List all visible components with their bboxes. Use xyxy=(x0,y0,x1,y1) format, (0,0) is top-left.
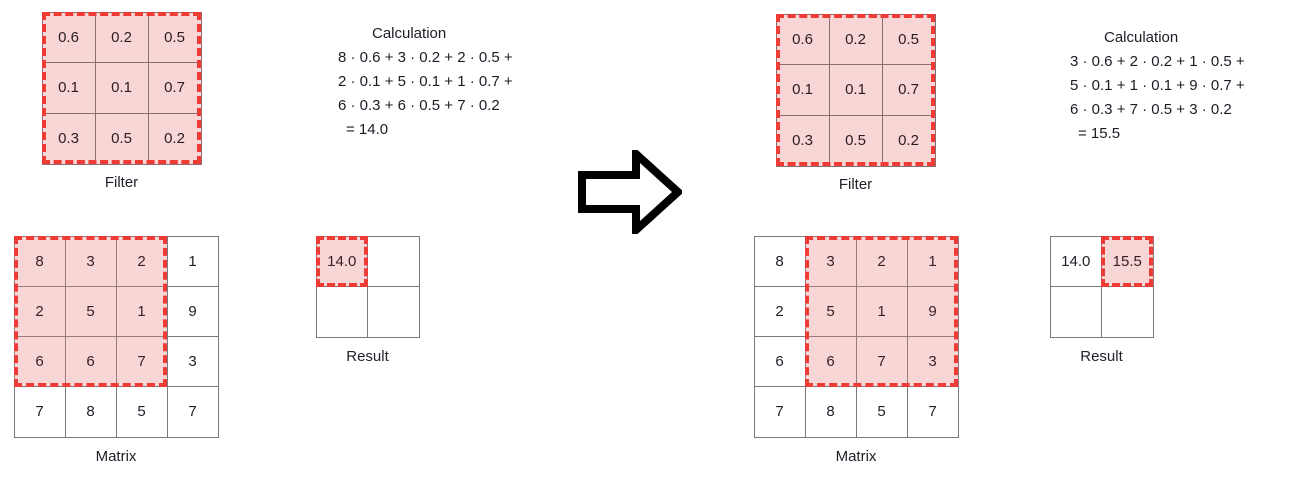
left-filter-cell-r1-c0: 0.1 xyxy=(41,62,96,114)
right-result-cell-r1-c0 xyxy=(1049,286,1102,338)
right-matrix-cell-r2-c0: 6 xyxy=(753,336,806,388)
left-matrix-cell-r1-c0: 2 xyxy=(13,285,66,337)
left-calculation-line-3: 6 · 0.3 + 6 · 0.5 + 7 · 0.2 xyxy=(338,97,500,114)
right-matrix-cell-r1-c1: 5 xyxy=(804,285,857,337)
right-matrix-cell-r2-c1: 6 xyxy=(804,336,857,388)
right-matrix-cell-r2-c2: 7 xyxy=(855,336,908,388)
left-result-cell-r1-c0 xyxy=(315,286,368,338)
left-filter-cell-r0-c2: 0.5 xyxy=(147,11,202,64)
right-calculation-title: Calculation xyxy=(1104,29,1179,46)
right-matrix-cell-r3-c0: 7 xyxy=(753,386,806,438)
right-matrix-cell-r1-c0: 2 xyxy=(753,285,806,337)
right-arrow-icon xyxy=(578,144,684,240)
left-filter-cell-r2-c2: 0.2 xyxy=(147,112,202,165)
left-filter-cell-r0-c0: 0.6 xyxy=(41,11,96,64)
left-matrix-cell-r0-c0: 8 xyxy=(13,235,66,287)
left-filter-cell-r2-c0: 0.3 xyxy=(41,112,96,165)
right-filter-cell-r2-c1: 0.5 xyxy=(828,114,883,167)
left-matrix-cell-r1-c1: 5 xyxy=(64,285,117,337)
left-result-grid: 14.0 xyxy=(315,235,420,338)
left-matrix-cell-r3-c0: 7 xyxy=(13,386,66,438)
right-filter-cell-r2-c0: 0.3 xyxy=(775,114,830,167)
right-filter-cell-r1-c2: 0.7 xyxy=(881,64,936,116)
right-matrix-cell-r2-c3: 3 xyxy=(906,336,959,388)
right-result-caption: Result xyxy=(1080,348,1123,365)
left-matrix-cell-r3-c3: 7 xyxy=(166,386,219,438)
left-result-cell-r0-c1 xyxy=(367,235,420,287)
left-matrix-cell-r2-c1: 6 xyxy=(64,336,117,388)
left-matrix-caption: Matrix xyxy=(95,448,137,465)
right-matrix-caption: Matrix xyxy=(835,448,877,465)
right-matrix-cell-r1-c3: 9 xyxy=(906,285,959,337)
right-result-cell-r1-c1 xyxy=(1101,286,1154,338)
left-calculation: Calculation 8 · 0.6 + 3 · 0.2 + 2 · 0.5 … xyxy=(338,22,513,142)
right-calculation-line-1: 3 · 0.6 + 2 · 0.2 + 1 · 0.5 + xyxy=(1070,53,1245,70)
right-matrix-cell-r0-c1: 3 xyxy=(804,235,857,287)
left-filter-cell-r1-c1: 0.1 xyxy=(94,62,149,114)
right-matrix-cell-r0-c0: 8 xyxy=(753,235,806,287)
left-matrix-cell-r0-c2: 2 xyxy=(115,235,168,287)
left-matrix-cell-r2-c3: 3 xyxy=(166,336,219,388)
left-result-cell-r1-c1 xyxy=(367,286,420,338)
right-filter-cell-r2-c2: 0.2 xyxy=(881,114,936,167)
left-calculation-total: = 14.0 xyxy=(346,121,389,138)
left-matrix-cell-r3-c1: 8 xyxy=(64,386,117,438)
right-matrix-cell-r0-c2: 2 xyxy=(855,235,908,287)
right-matrix-cell-r3-c2: 5 xyxy=(855,386,908,438)
left-filter-cell-r1-c2: 0.7 xyxy=(147,62,202,114)
left-matrix-cell-r1-c3: 9 xyxy=(166,285,219,337)
left-matrix-cell-r0-c3: 1 xyxy=(166,235,219,287)
right-filter-cell-r0-c0: 0.6 xyxy=(775,13,830,66)
left-matrix-cell-r2-c0: 6 xyxy=(13,336,66,388)
left-matrix-cell-r1-c2: 1 xyxy=(115,285,168,337)
right-calculation-line-3: 6 · 0.3 + 7 · 0.5 + 3 · 0.2 xyxy=(1070,101,1232,118)
right-result-cell-r0-c0: 14.0 xyxy=(1049,235,1102,287)
right-matrix-cell-r0-c3: 1 xyxy=(906,235,959,287)
left-filter-cell-r2-c1: 0.5 xyxy=(94,112,149,165)
right-calculation: Calculation 3 · 0.6 + 2 · 0.2 + 1 · 0.5 … xyxy=(1070,26,1245,146)
right-calculation-line-2: 5 · 0.1 + 1 · 0.1 + 9 · 0.7 + xyxy=(1070,77,1245,94)
right-filter-cell-r0-c1: 0.2 xyxy=(828,13,883,66)
left-calculation-line-1: 8 · 0.6 + 3 · 0.2 + 2 · 0.5 + xyxy=(338,49,513,66)
left-calculation-title: Calculation xyxy=(372,25,447,42)
left-result-cell-r0-c0: 14.0 xyxy=(315,235,368,287)
right-filter-cell-r0-c2: 0.5 xyxy=(881,13,936,66)
right-matrix-cell-r3-c1: 8 xyxy=(804,386,857,438)
right-filter-cell-r1-c1: 0.1 xyxy=(828,64,883,116)
right-result-cell-r0-c1: 15.5 xyxy=(1101,235,1154,287)
left-matrix-cell-r2-c2: 7 xyxy=(115,336,168,388)
left-matrix-cell-r0-c1: 3 xyxy=(64,235,117,287)
left-filter-caption: Filter xyxy=(104,174,139,191)
right-filter-cell-r1-c0: 0.1 xyxy=(775,64,830,116)
left-filter-cell-r0-c1: 0.2 xyxy=(94,11,149,64)
left-matrix-cell-r3-c2: 5 xyxy=(115,386,168,438)
left-calculation-line-2: 2 · 0.1 + 5 · 0.1 + 1 · 0.7 + xyxy=(338,73,513,90)
right-filter-caption: Filter xyxy=(838,176,873,193)
right-matrix-cell-r1-c2: 1 xyxy=(855,285,908,337)
right-matrix-cell-r3-c3: 7 xyxy=(906,386,959,438)
right-calculation-total: = 15.5 xyxy=(1078,125,1121,142)
left-result-caption: Result xyxy=(346,348,389,365)
